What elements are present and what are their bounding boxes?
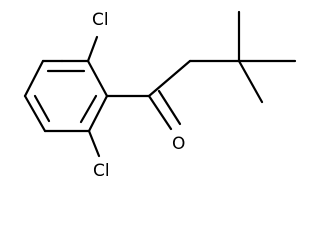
bond-to-bottom-chlorine [87,129,101,158]
ring-double-bond-inner-right [79,94,98,124]
chlorine-bottom-label: Cl [93,161,110,181]
carbonyl-bond-1 [147,94,173,131]
molecule-canvas: Cl Cl O [23,10,297,181]
structure-drawing: Cl Cl O [23,10,297,181]
bond-carbonyl-to-ch2 [147,59,192,98]
ring-bond-c2-c3 [86,59,109,98]
ring-bond-c6-c1 [23,59,45,98]
bond-methyl-down [237,59,264,104]
ring-double-bond-inner-left [33,94,51,123]
ring-bond-c5-c6 [23,94,47,133]
bond-to-top-chlorine [86,35,99,63]
oxygen-label: O [172,134,185,154]
ring-bond-c3-c4 [87,94,109,133]
chlorine-top-label: Cl [92,10,109,30]
carbonyl-bond-2 [157,89,182,126]
